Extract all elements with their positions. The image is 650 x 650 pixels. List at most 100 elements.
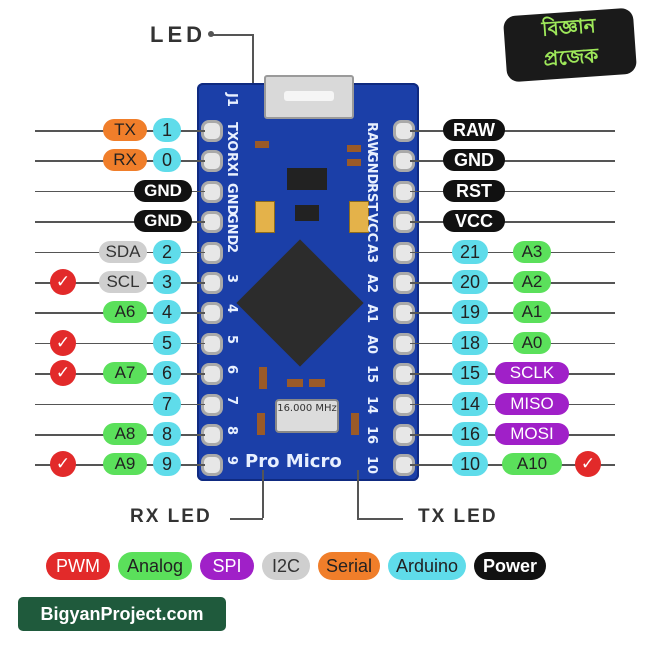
silkscreen-right-label: A1	[364, 304, 379, 324]
pin-label-serial: TX	[103, 119, 147, 141]
arduino-pin-number: 9	[153, 452, 181, 477]
legend-item-i2c: I2C	[262, 552, 310, 580]
crystal-label: 16.000 MHz	[277, 403, 337, 414]
legend-item-analog: Analog	[118, 552, 192, 580]
tx-led-leader-vertical	[357, 470, 359, 518]
arduino-pin-number: 2	[153, 239, 181, 264]
atmega32u4-chip	[236, 239, 364, 367]
footer-website: BigyanProject.com	[18, 597, 226, 631]
silkscreen-left-label: RXI	[224, 152, 239, 178]
pin-label-i2c: SCL	[99, 271, 147, 293]
pin-label-analog: A6	[103, 301, 147, 324]
brand-logo: বিজ্ঞান প্রজেক	[502, 7, 638, 83]
silkscreen-right-label: A0	[364, 334, 379, 354]
arduino-pin-number: 15	[452, 361, 488, 386]
pin-label-analog: A9	[103, 453, 147, 476]
pin-leader-line	[410, 160, 615, 162]
pin-label-power: RST	[443, 179, 505, 202]
board-name: Pro Micro	[245, 451, 342, 472]
rx-led-leader-vertical	[262, 470, 264, 518]
silkscreen-left-label: 4	[224, 304, 239, 314]
pin-label-power: RAW	[443, 119, 505, 141]
led-label: LED	[150, 22, 206, 47]
silkscreen-left-label: GND	[224, 213, 239, 246]
pin-label-power: GND	[134, 210, 192, 233]
tx-led-label: TX LED	[418, 506, 498, 527]
arduino-pin-number: 1	[153, 118, 181, 142]
legend-item-spi: SPI	[200, 552, 254, 580]
pin-leader-line	[410, 251, 615, 254]
pwm-check-icon: ✓	[50, 329, 76, 356]
silkscreen-left-label: 8	[224, 426, 239, 436]
pwm-check-icon: ✓	[50, 269, 76, 295]
pin-label-i2c: SDA	[99, 240, 147, 263]
voltage-regulator	[287, 168, 327, 190]
led-leader-dot	[208, 31, 214, 37]
pin-label-power: GND	[443, 149, 505, 172]
arduino-pin-number: 16	[452, 422, 488, 446]
led-leader-horizontal	[212, 34, 252, 36]
regulator-cap-left	[255, 201, 275, 233]
silkscreen-left-label: J1	[224, 93, 239, 107]
pin-leader-line	[410, 282, 615, 284]
pin-label-power: VCC	[443, 210, 505, 233]
pin-leader-line	[410, 221, 615, 223]
resistor-d	[347, 145, 361, 152]
silkscreen-left-label: GND	[224, 182, 239, 216]
tx-led-component	[351, 413, 359, 435]
rx-led-label: RX LED	[130, 506, 212, 527]
resistor-a	[257, 413, 265, 435]
tx-led-leader-horizontal	[357, 518, 403, 520]
rx-led-leader-horizontal	[230, 518, 263, 520]
pin-leader-line	[410, 130, 615, 132]
silkscreen-right-label: RST	[364, 182, 379, 212]
silkscreen-left-label: 5	[224, 334, 239, 344]
regulator-cap-right	[349, 201, 369, 233]
silkscreen-left-label: TXO	[224, 122, 239, 152]
arduino-pin-number: 4	[153, 300, 181, 325]
silkscreen-right-label: VCC	[364, 213, 379, 243]
arduino-pin-number: 0	[153, 148, 181, 173]
rx-led-component	[259, 367, 267, 389]
small-ic	[295, 205, 319, 221]
arduino-pin-number: 14	[452, 391, 488, 416]
arduino-pin-number: 7	[153, 391, 181, 416]
pin-label-analog: A2	[513, 271, 551, 293]
pin-label-spi: SCLK	[495, 362, 569, 385]
silkscreen-left-label: 3	[224, 274, 239, 284]
usb-slot-icon	[284, 91, 334, 101]
arduino-pin-number: 3	[153, 270, 181, 294]
silkscreen-left-label: 6	[224, 365, 239, 375]
legend-item-pwm: PWM	[46, 552, 110, 580]
silkscreen-right-label: 14	[364, 395, 379, 414]
arduino-pin-number: 5	[153, 330, 181, 355]
silkscreen-left-label: 9	[224, 456, 239, 466]
silkscreen-right-label: 16	[364, 426, 379, 445]
pin-label-power: GND	[134, 179, 192, 202]
silkscreen-right-label: A3	[364, 243, 379, 263]
resistor-b	[287, 379, 303, 387]
arduino-pin-number: 19	[452, 300, 488, 325]
arduino-pin-number: 18	[452, 330, 488, 355]
pin-leader-line	[35, 221, 205, 223]
silkscreen-left-label: 7	[224, 395, 239, 405]
pin-leader-line	[35, 190, 205, 193]
pin-label-spi: MISO	[495, 392, 569, 415]
silkscreen-right-label: 10	[364, 456, 379, 475]
pin-label-analog: A1	[513, 301, 551, 324]
legend-item-serial: Serial	[318, 552, 380, 580]
silkscreen-right-label: RAW	[364, 122, 379, 156]
legend-item-arduino: Arduino	[388, 552, 466, 580]
pin-leader-line	[410, 342, 615, 345]
legend-item-power: Power	[474, 552, 546, 580]
resistor-c	[309, 379, 325, 387]
arduino-pin-number: 10	[452, 452, 488, 477]
pin-label-analog: A3	[513, 240, 551, 263]
silkscreen-right-label: GND	[364, 152, 379, 185]
pin-label-analog: A0	[513, 331, 551, 354]
pin-label-analog: A8	[103, 423, 147, 445]
silkscreen-left-label: 2	[224, 243, 239, 253]
pin-leader-line	[35, 403, 205, 406]
